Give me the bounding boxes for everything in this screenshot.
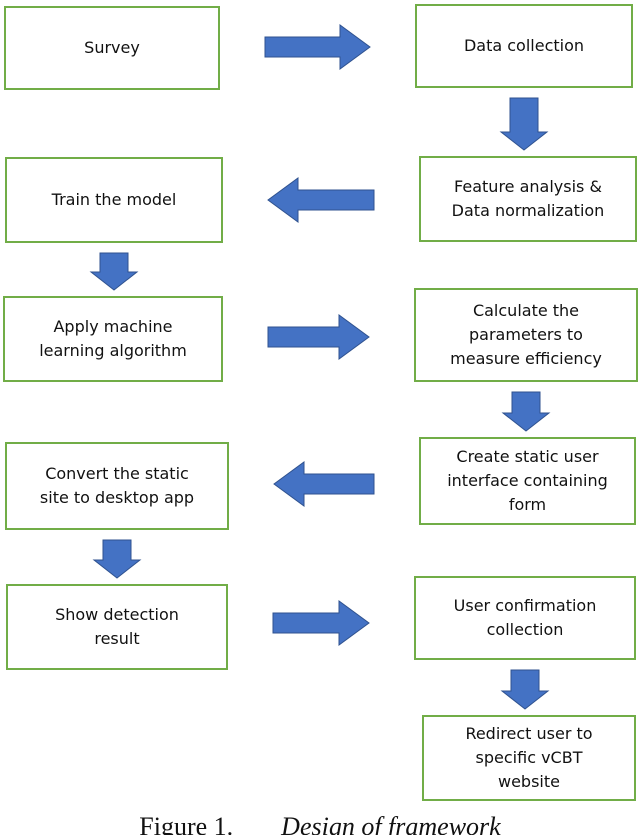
figure-caption: Figure 1. Design of framework <box>0 812 640 835</box>
node-feature-analysis: Feature analysis & Data normalization <box>419 156 637 242</box>
node-label: Train the model <box>51 190 177 209</box>
node-survey: Survey <box>4 6 220 90</box>
arrow-train-model-to-apply-ml <box>89 252 139 291</box>
node-train-model: Train the model <box>5 157 223 243</box>
node-label: Create static user interface containing … <box>447 447 608 514</box>
arrow-survey-to-data-collection <box>264 24 371 70</box>
figure-caption-title: Design of framework <box>281 812 501 835</box>
arrow-apply-ml-to-calculate-parameters <box>267 314 370 360</box>
node-create-static-ui: Create static user interface containing … <box>419 437 636 525</box>
figure-caption-label: Figure 1. <box>139 812 234 835</box>
node-show-detection: Show detection result <box>6 584 228 670</box>
node-label: Feature analysis & Data normalization <box>451 177 605 220</box>
node-label: Data collection <box>463 36 585 55</box>
arrow-feature-analysis-to-train-model <box>267 177 375 223</box>
node-label: Calculate the parameters to measure effi… <box>450 301 602 368</box>
arrow-data-collection-to-feature-analysis <box>499 97 549 151</box>
node-redirect-user: Redirect user to specific vCBT website <box>422 715 636 801</box>
node-label: Show detection result <box>55 605 179 648</box>
node-calculate-parameters: Calculate the parameters to measure effi… <box>414 288 638 382</box>
node-data-collection: Data collection <box>415 4 633 88</box>
arrow-user-confirmation-to-redirect-user <box>500 669 550 710</box>
node-label: User confirmation collection <box>453 596 597 639</box>
arrow-convert-static-site-to-show-detection <box>92 539 142 579</box>
node-label: Survey <box>84 38 140 57</box>
arrow-calculate-parameters-to-create-static-ui <box>501 391 551 432</box>
node-label: Convert the static site to desktop app <box>39 464 195 507</box>
node-apply-ml: Apply machine learning algorithm <box>3 296 223 382</box>
node-label: Apply machine learning algorithm <box>39 317 187 360</box>
arrow-create-static-ui-to-convert-static-site <box>273 461 375 507</box>
node-convert-static-site: Convert the static site to desktop app <box>5 442 229 530</box>
node-user-confirmation: User confirmation collection <box>414 576 636 660</box>
arrow-show-detection-to-user-confirmation <box>272 600 370 646</box>
node-label: Redirect user to specific vCBT website <box>465 724 593 791</box>
